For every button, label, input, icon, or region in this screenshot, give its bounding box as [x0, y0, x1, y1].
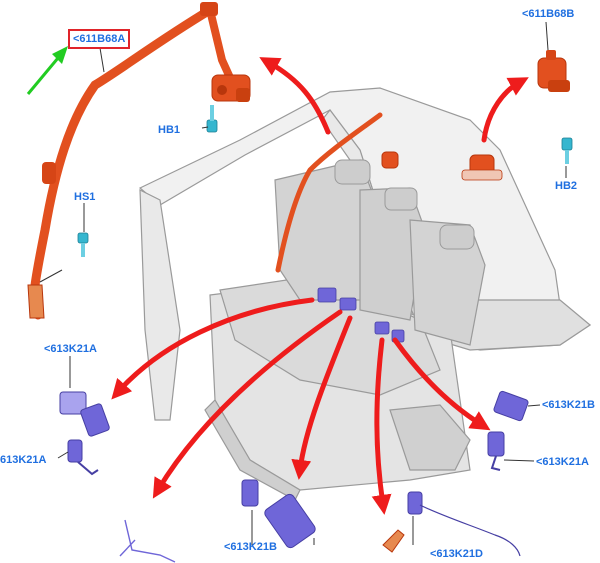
buckle-613k21b-right [493, 390, 529, 422]
arrow-to-buckle-top-left [111, 297, 315, 400]
headrest-right [439, 224, 475, 250]
center-belt-retractor [381, 151, 399, 169]
arrow-to-buckle-bottom-left [152, 309, 343, 499]
arrow-to-left-retractor [259, 57, 331, 135]
center-seat-belt-assembly [275, 112, 399, 273]
label-hb1: HB1 [158, 124, 181, 136]
label-613k21a-right: <613K21A [536, 456, 589, 468]
center-belt-webbing [275, 112, 383, 273]
exploded-view-arrows [111, 57, 529, 515]
label-613k21b-right: <613K21B [542, 399, 595, 411]
headrest-center [384, 187, 418, 211]
buckle-613k21a-right [487, 431, 505, 471]
label-613k21a-top: <613K21A [44, 343, 97, 355]
seat-back-right [409, 219, 486, 346]
label-hs1: HS1 [74, 191, 96, 203]
bolt-hb1 [206, 105, 218, 133]
arrow-to-latch-bottom [371, 337, 392, 515]
label-611b68b: <611B68B [522, 8, 575, 20]
label-613k21d-bottom: <613K21D [430, 548, 483, 560]
b-pillar [139, 189, 181, 421]
arrow-to-buckle-bottom-center [291, 315, 353, 480]
buckle-613k21d-bottom [407, 491, 521, 557]
left-belt-guide [42, 162, 56, 184]
left-belt-anchor-top [200, 2, 218, 16]
latch-orange-bottom [382, 529, 405, 553]
left-belt-webbing [29, 5, 215, 320]
installed-buckles [317, 287, 405, 343]
left-belt-upper-run [206, 6, 236, 86]
label-611b68a: <611B68A [68, 29, 131, 49]
green-pointer-arrow [26, 46, 68, 95]
arrow-to-right-retractor [481, 77, 529, 143]
left-belt-lower-anchor [27, 284, 45, 319]
buckle-613k21a-left [67, 439, 99, 476]
left-belt-retractor [211, 74, 251, 102]
rear-wheel-arch [389, 404, 471, 471]
label-613k21b-bottom: <613K21B [224, 541, 277, 553]
headrests [334, 159, 475, 250]
label-hb2: HB2 [555, 180, 578, 192]
vehicle-body-structure [138, 87, 592, 501]
buckle-wire-harness-left [119, 519, 176, 563]
label-613k21a-left: 613K21A [0, 454, 47, 466]
leader-lines [39, 21, 567, 545]
headrest-left [334, 159, 371, 185]
right-belt-retractor [461, 154, 503, 181]
buckle-613k21b-bottom [241, 479, 316, 549]
bolt-hb2 [561, 137, 573, 164]
right-belt-retractor-detail [537, 50, 570, 92]
arrow-to-buckle-right [392, 337, 491, 431]
bolt-hs1 [77, 232, 89, 257]
buckle-613k21a-top [59, 391, 110, 437]
